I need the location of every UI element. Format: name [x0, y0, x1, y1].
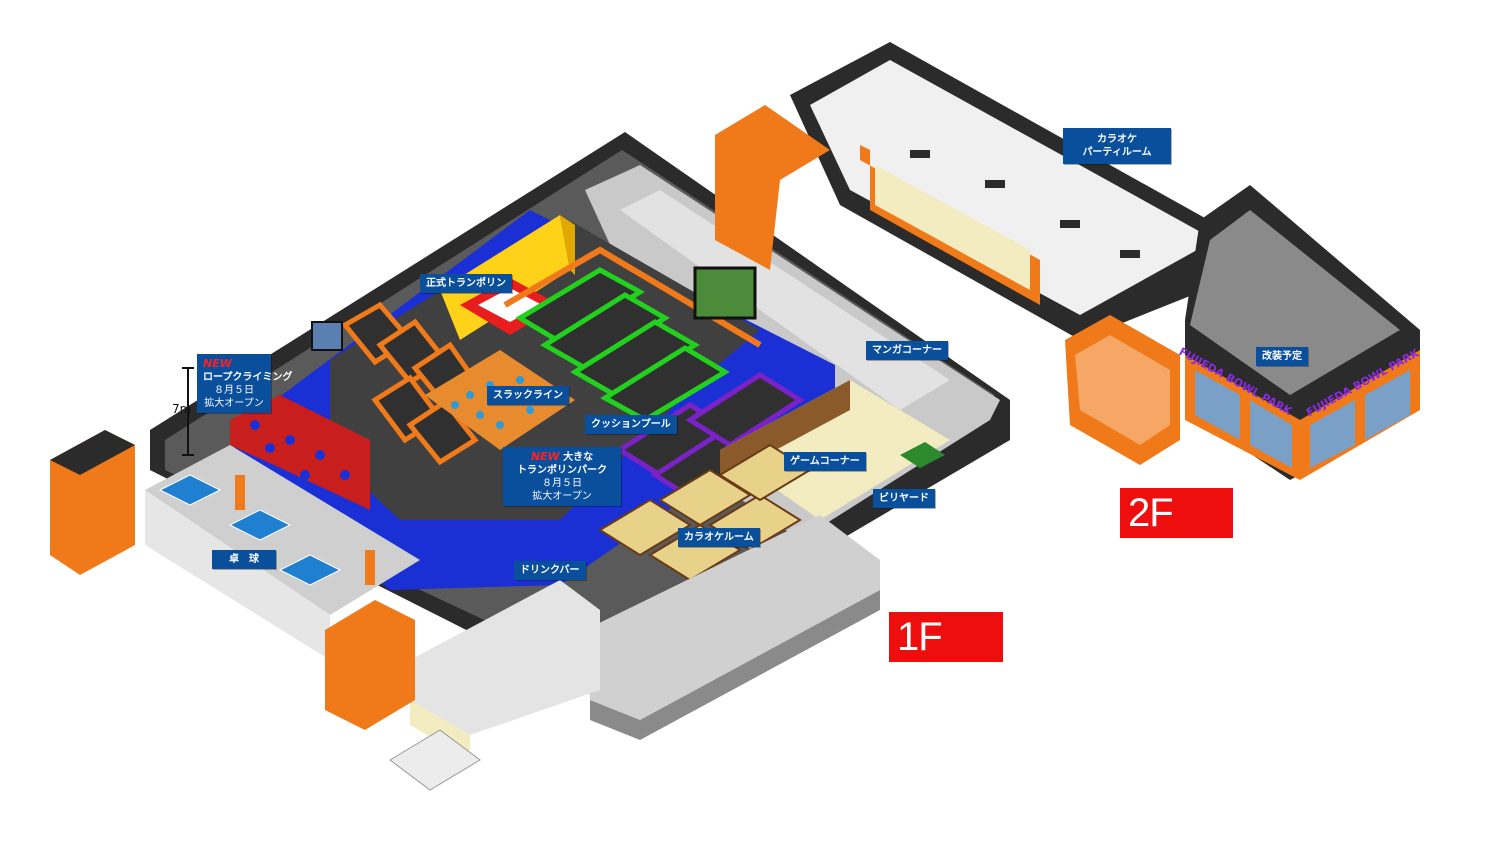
cushion-pool-label: クッションプール — [585, 415, 677, 434]
park-date: ８月５日 — [542, 478, 582, 489]
height-marker-label: 7m — [172, 402, 192, 416]
billiards-label: ビリヤード — [873, 489, 935, 508]
drink-bar-label: ドリンクバー — [514, 561, 586, 580]
entrance-stairs — [389, 729, 481, 791]
park-title-1: 大きな — [563, 452, 594, 463]
karaoke-room-label: カラオケルーム — [678, 528, 760, 547]
wall-screen-right — [693, 266, 757, 320]
floor-label-1f: 1F — [889, 612, 1003, 662]
2f-upper-wing-floor — [810, 60, 1215, 315]
karaoke-party-line2: パーティルーム — [1082, 147, 1152, 158]
billiard-table — [900, 442, 945, 468]
2f-windows — [1195, 370, 1410, 468]
trampoline-park-label: NEW 大きな トランポリンパーク ８月５日 拡大オープン — [503, 447, 621, 506]
rope-climbing-wall — [230, 395, 370, 510]
stair-tower-1f-left-top — [50, 430, 135, 475]
table-tennis-wall — [145, 490, 330, 660]
park-new-badge: NEW — [530, 450, 560, 463]
park-title-2: トランポリンパーク — [517, 465, 607, 476]
curved-annex-side — [590, 590, 880, 740]
2f-stair-glass — [1075, 335, 1170, 445]
game-corner-label: ゲームコーナー — [784, 452, 866, 471]
wall-screen-left — [311, 321, 343, 351]
table-tennis-label: 卓 球 — [212, 550, 276, 569]
park-open: 拡大オープン — [532, 491, 592, 502]
manga-corner-label: マンガコーナー — [866, 341, 948, 360]
2f-right-wing-floor — [1190, 210, 1400, 395]
rope-new-badge: NEW — [203, 357, 232, 370]
curved-annex — [585, 515, 880, 720]
ping-pong-tables — [158, 474, 342, 586]
rope-date: ８月５日 — [214, 385, 254, 396]
slackline-label: スラックライン — [487, 386, 569, 405]
official-trampoline-label: 正式トランポリン — [420, 274, 512, 293]
pillars — [235, 475, 375, 585]
rope-open: 拡大オープン — [204, 398, 264, 409]
2f-party-rooms-panel — [875, 165, 1030, 290]
2f-sofas — [910, 150, 1140, 258]
2f-stair-tower-top — [715, 105, 830, 270]
karaoke-party-room-label: カラオケ パーティルーム — [1063, 128, 1171, 164]
stair-tower-1f-center — [325, 600, 415, 730]
lobby-floor — [410, 580, 600, 735]
rope-climbing-label: NEW ロープクライミング ８月５日 拡大オープン — [197, 354, 292, 413]
floor-label-2f: 2F — [1120, 488, 1233, 538]
climbing-wall-yellow-side — [560, 215, 575, 275]
rope-title: ロープクライミング — [203, 372, 293, 383]
rope-climbing-holds — [250, 420, 350, 480]
trampoline-lanes-green — [515, 267, 730, 423]
karaoke-party-line1: カラオケ — [1097, 134, 1137, 145]
renovation-label: 改装予定 — [1256, 347, 1308, 366]
height-marker — [182, 367, 194, 456]
